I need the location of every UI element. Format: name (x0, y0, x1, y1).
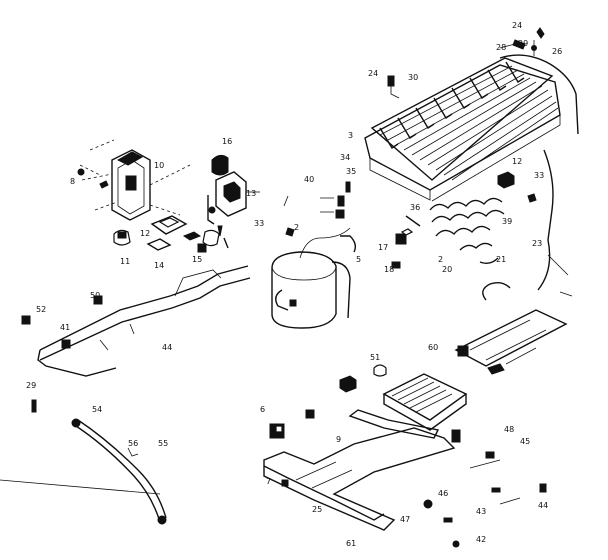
label-2-right: 2 (438, 255, 443, 264)
label-44-right: 44 (538, 501, 548, 510)
label-52: 52 (36, 305, 46, 314)
label-15: 15 (192, 255, 202, 264)
label-5: 5 (356, 255, 361, 264)
label-30: 30 (408, 73, 418, 82)
label-24-top: 24 (512, 21, 522, 30)
label-61: 61 (346, 539, 356, 548)
label-17: 17 (378, 243, 388, 252)
relay-and-components (113, 215, 229, 253)
fan-motor (207, 154, 260, 237)
label-3: 3 (348, 131, 353, 140)
label-46: 46 (438, 489, 448, 498)
frame-rail-left (21, 265, 251, 413)
label-12-right: 12 (512, 157, 522, 166)
drain-pan (339, 364, 468, 431)
label-55: 55 (158, 439, 168, 448)
label-40: 40 (304, 175, 314, 184)
label-11: 11 (120, 257, 130, 266)
label-7: 7 (266, 477, 271, 486)
label-12-left: 12 (140, 229, 150, 238)
label-41: 41 (60, 323, 70, 332)
evaporator-tubing (391, 149, 573, 301)
fittings-top (387, 27, 545, 99)
label-2-center: 2 (294, 223, 299, 232)
label-6: 6 (260, 405, 265, 414)
label-39: 39 (502, 217, 512, 226)
center-fittings (283, 181, 357, 253)
label-45: 45 (520, 437, 530, 446)
label-24-mid: 24 (368, 69, 378, 78)
label-42: 42 (476, 535, 486, 544)
label-34: 34 (340, 153, 350, 162)
base-frame (263, 409, 456, 531)
label-33-center: 33 (254, 219, 264, 228)
label-33-right: 33 (534, 171, 544, 180)
part-labels: 24 28 29 26 24 30 3 34 12 33 16 10 8 13 … (26, 21, 562, 548)
label-43: 43 (476, 507, 486, 516)
label-29-left: 29 (26, 381, 36, 390)
label-14: 14 (154, 261, 164, 270)
label-54: 54 (92, 405, 102, 414)
label-47: 47 (400, 515, 410, 524)
label-20: 20 (442, 265, 452, 274)
fasteners-bottom-right (423, 429, 547, 548)
label-8-left: 8 (70, 177, 75, 186)
label-56: 56 (128, 439, 138, 448)
label-48: 48 (504, 425, 514, 434)
control-bracket-assembly (77, 139, 191, 221)
label-18: 18 (384, 265, 394, 274)
label-50: 50 (90, 291, 100, 300)
label-29-top: 29 (518, 39, 528, 48)
label-16: 16 (222, 137, 232, 146)
right-bracket (454, 309, 568, 375)
label-28: 28 (496, 43, 506, 52)
label-9: 9 (336, 435, 341, 444)
label-23: 23 (532, 239, 542, 248)
label-44-left: 44 (162, 343, 172, 352)
condenser-coil (364, 54, 579, 202)
label-35: 35 (346, 167, 356, 176)
label-25: 25 (312, 505, 322, 514)
label-36: 36 (410, 203, 420, 212)
label-10: 10 (154, 161, 164, 170)
label-13: 13 (246, 189, 256, 198)
label-60: 60 (428, 343, 438, 352)
drain-tube (0, 418, 167, 525)
label-21: 21 (496, 255, 506, 264)
label-26: 26 (552, 47, 562, 56)
compressor (271, 227, 351, 329)
label-51: 51 (370, 353, 380, 362)
